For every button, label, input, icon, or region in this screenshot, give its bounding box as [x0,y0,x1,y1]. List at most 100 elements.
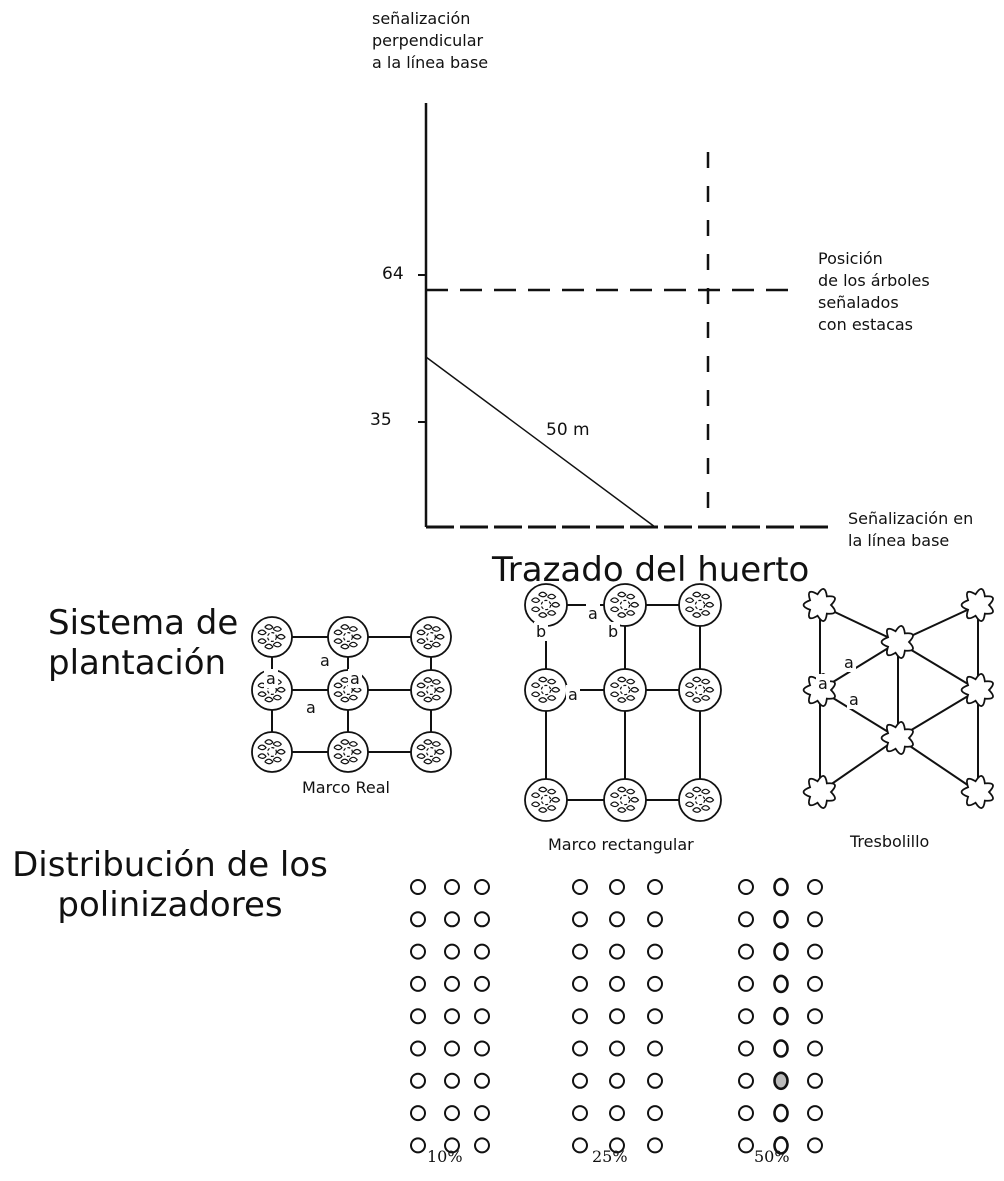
pollinator-tree [773,1006,789,1026]
tree [738,1008,754,1025]
tree [807,943,823,960]
tresbolillo-diagram [802,588,994,809]
pollinator-grid-25 [572,879,663,1154]
tree [807,879,823,895]
tree [738,1137,754,1154]
tree [603,668,647,712]
tick-label-upper: 64 [382,264,404,284]
tree [807,1072,823,1089]
layout-title: Trazado del huerto [492,550,810,590]
percentage-label-10: 10% [427,1147,463,1166]
tree [572,1072,588,1089]
tree [572,1137,588,1154]
percentage-label-50: 50% [754,1147,790,1166]
tresbolillo-spacing-a-lower: a [847,690,861,709]
marco-rect-spacing-a-row: a [566,685,580,704]
tree [603,778,647,822]
tree-position-label: Posición de los árboles señalados con es… [818,249,930,334]
tree [251,616,293,658]
tree [410,669,452,711]
tree [738,943,754,960]
tree [474,1040,490,1057]
planting-systems [251,583,994,822]
tree [647,1040,663,1057]
pollinator-tree [773,1071,789,1091]
tree [647,1008,663,1025]
layout-diagram [418,103,830,529]
tree [603,583,647,627]
diagonal-length-label: 50 m [546,420,590,440]
tree [444,1137,460,1154]
tree [609,975,625,992]
tree [524,583,568,627]
tree [738,911,754,928]
perpendicular-label: señalización perpendicular a la línea ba… [372,9,489,72]
tree [572,879,588,895]
tick-label-lower: 35 [370,410,392,430]
tree [474,1008,490,1025]
tree [647,1072,663,1089]
pollinator-grid-10 [410,879,490,1154]
tree [572,1040,588,1057]
tree [524,778,568,822]
tree [609,1137,625,1154]
tree [444,1072,460,1089]
tree [444,879,460,895]
tree [524,668,568,712]
percentage-label-25: 25% [592,1147,628,1166]
pollinator-grids [410,877,823,1155]
tree [647,975,663,992]
pollinators-heading: Distribución de los polinizadores [12,845,328,925]
tree [474,879,490,895]
tree [738,1072,754,1089]
tree [802,775,836,809]
tree [960,673,994,707]
tree [678,583,722,627]
tree [802,588,836,622]
tree [410,731,452,773]
pollinator-tree [773,877,789,897]
tree [647,1137,663,1154]
tree [410,1072,426,1089]
tree [609,1105,625,1122]
tree [444,975,460,992]
tresbolillo-spacing-a-diag: a [842,653,856,672]
tree [647,1105,663,1122]
tree [410,1137,426,1154]
tree [474,911,490,928]
tree [807,975,823,992]
tree [738,1040,754,1057]
marco-rect-spacing-a-top: a [586,604,600,623]
tree [880,625,914,659]
tree [609,879,625,895]
tresbolillo-caption: Tresbolillo [850,832,930,851]
tree [738,879,754,895]
tree [960,588,994,622]
marco-real-diagram [251,616,452,773]
tree [807,1137,823,1154]
tree [807,1040,823,1057]
tree [444,1008,460,1025]
tree [609,1072,625,1089]
tree [738,1105,754,1122]
tree [410,975,426,992]
pollinator-grid-50 [738,877,823,1155]
tree [410,1008,426,1025]
diagonal-50m-line [425,356,656,528]
tree [572,943,588,960]
tree [410,616,452,658]
tree [572,911,588,928]
tree [609,911,625,928]
tree [572,975,588,992]
tree [807,1008,823,1025]
tree [327,616,369,658]
baseline-label: Señalización en la línea base [848,509,974,550]
tree [807,911,823,928]
marco-real-spacing-a-row: a [304,698,318,717]
marco-rect-spacing-b-left: b [534,622,549,641]
tree [647,943,663,960]
pollinator-tree [773,974,789,994]
marco-real-caption: Marco Real [302,778,390,797]
tree [609,943,625,960]
